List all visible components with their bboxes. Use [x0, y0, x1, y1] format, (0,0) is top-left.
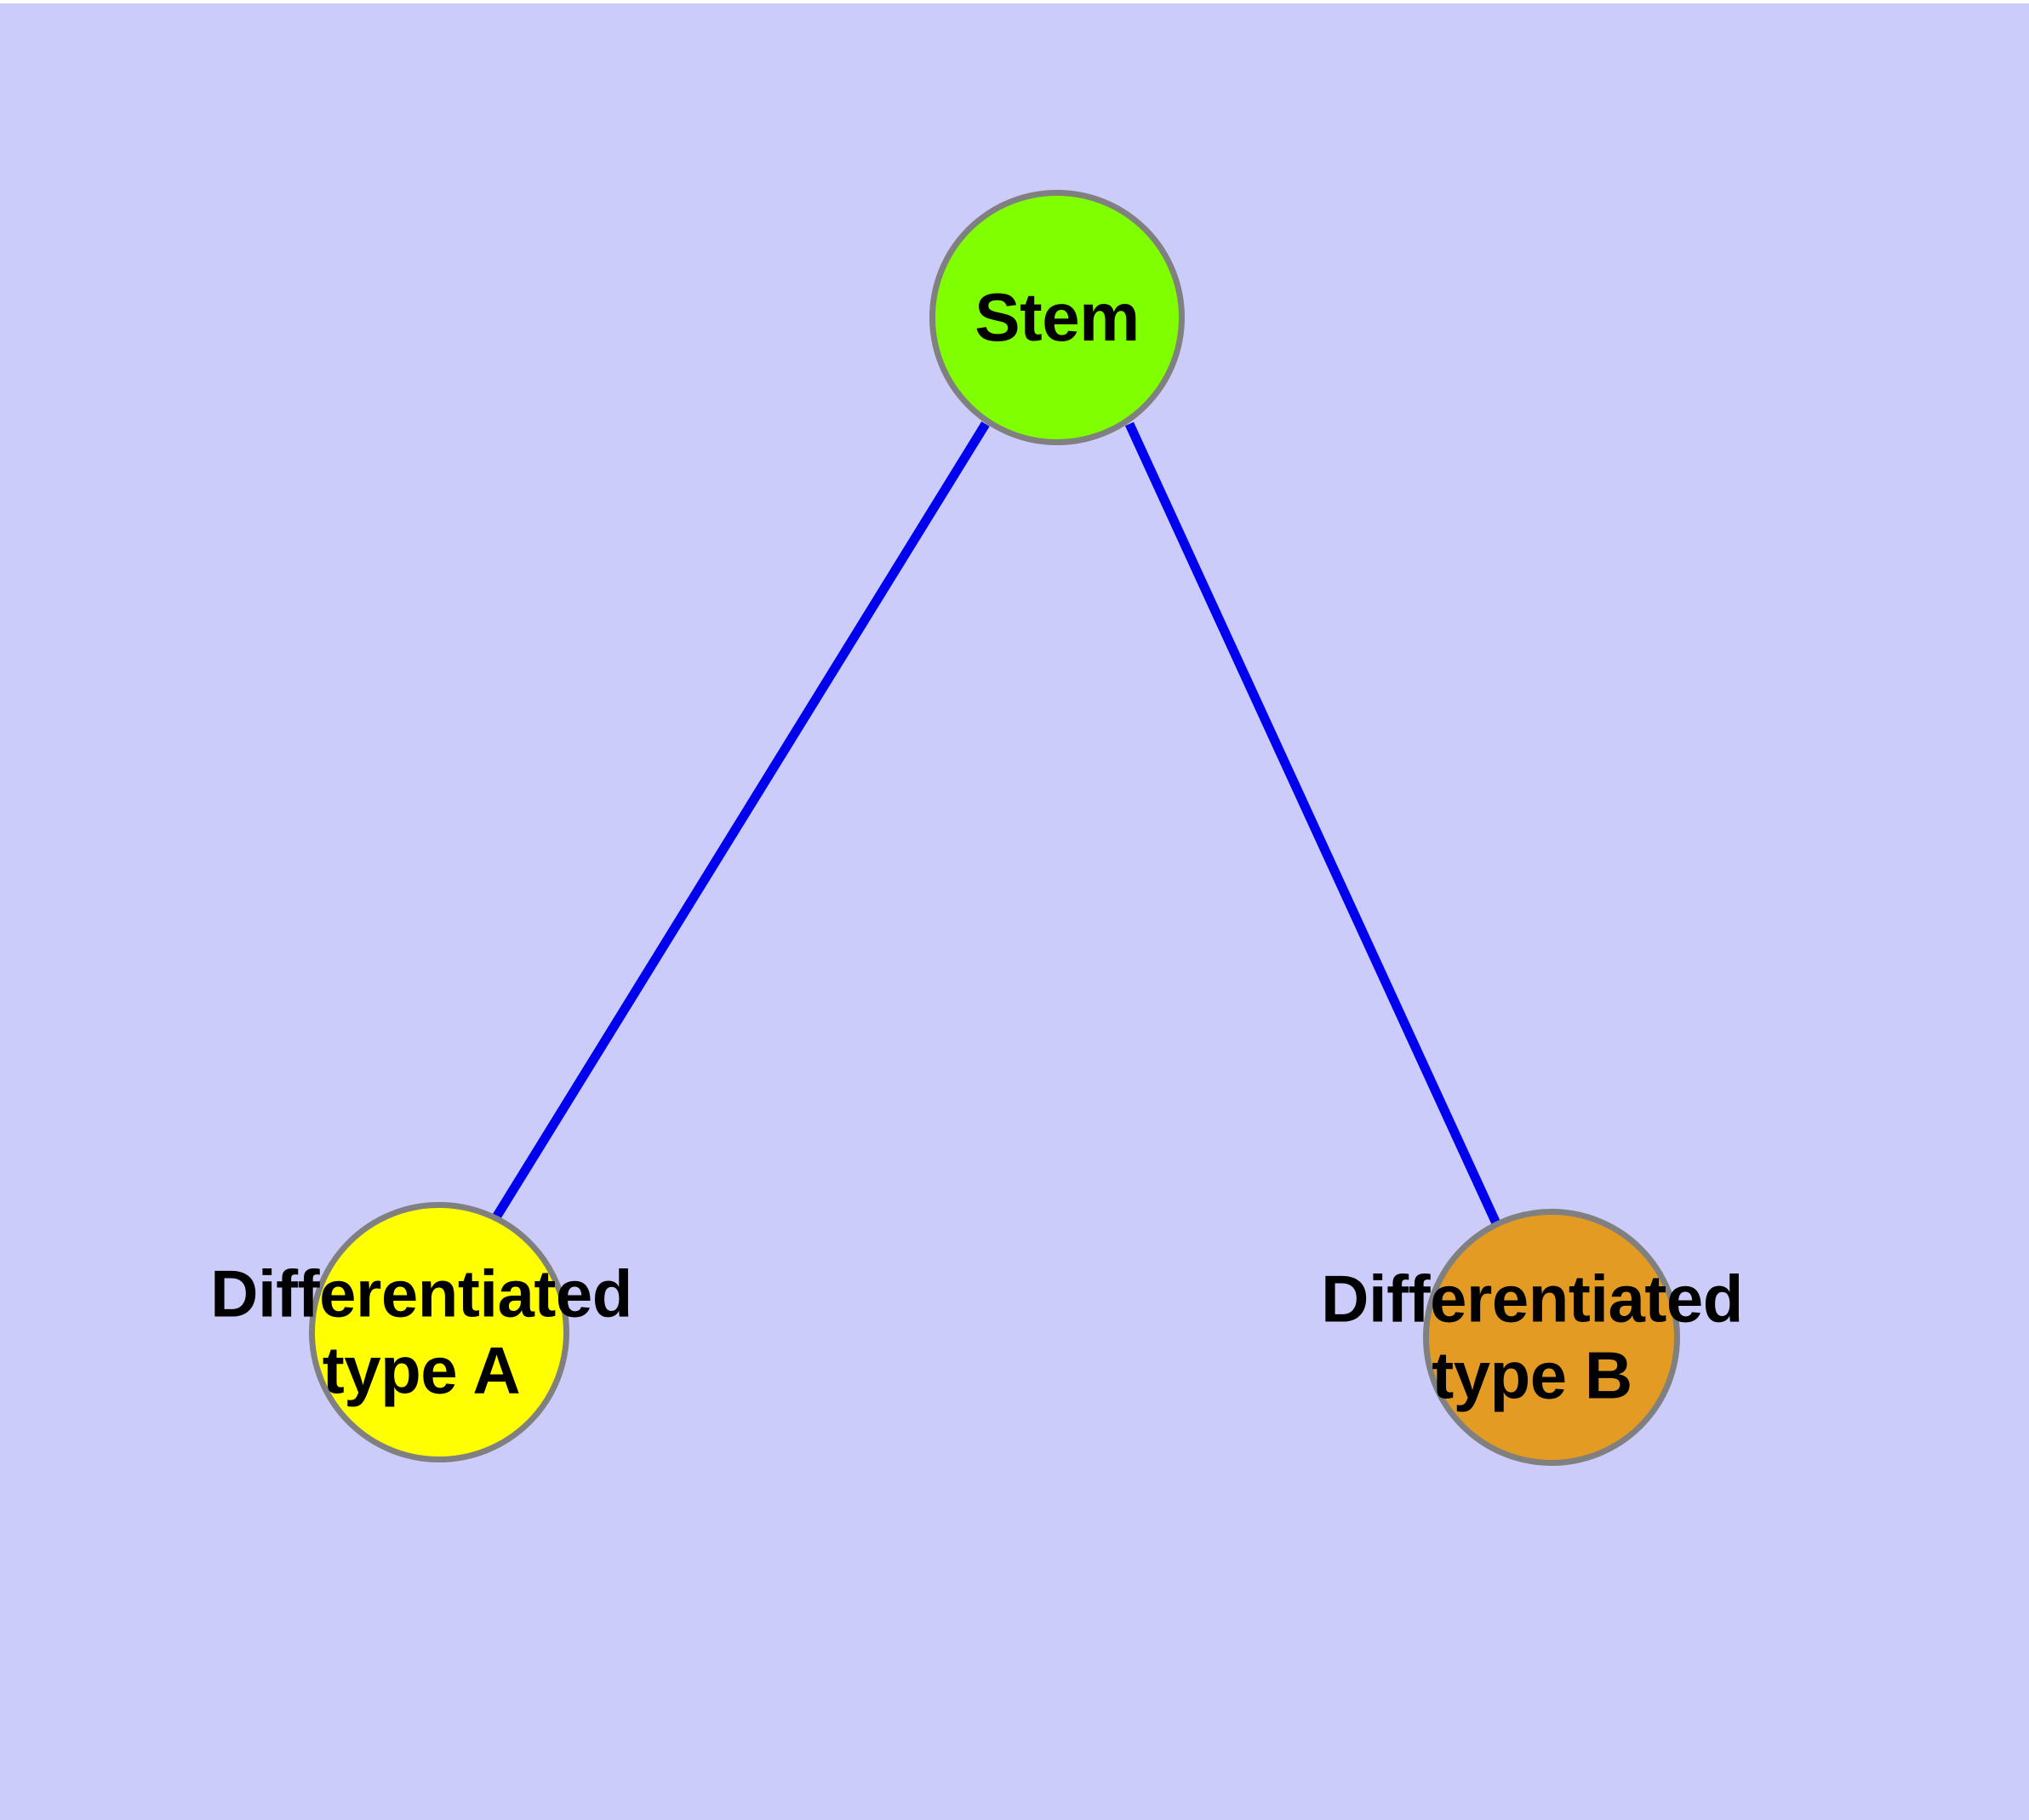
node-layer	[309, 190, 1680, 1466]
node-circle-stem[interactable]	[929, 190, 1185, 445]
edge-stem-to-diff-b[interactable]	[1125, 421, 1500, 1226]
node-circle-diff-b[interactable]	[1423, 1209, 1680, 1466]
edge-layer	[492, 421, 1500, 1226]
edge-stem-to-diff-a[interactable]	[492, 421, 990, 1220]
node-circle-diff-a[interactable]	[309, 1202, 569, 1462]
